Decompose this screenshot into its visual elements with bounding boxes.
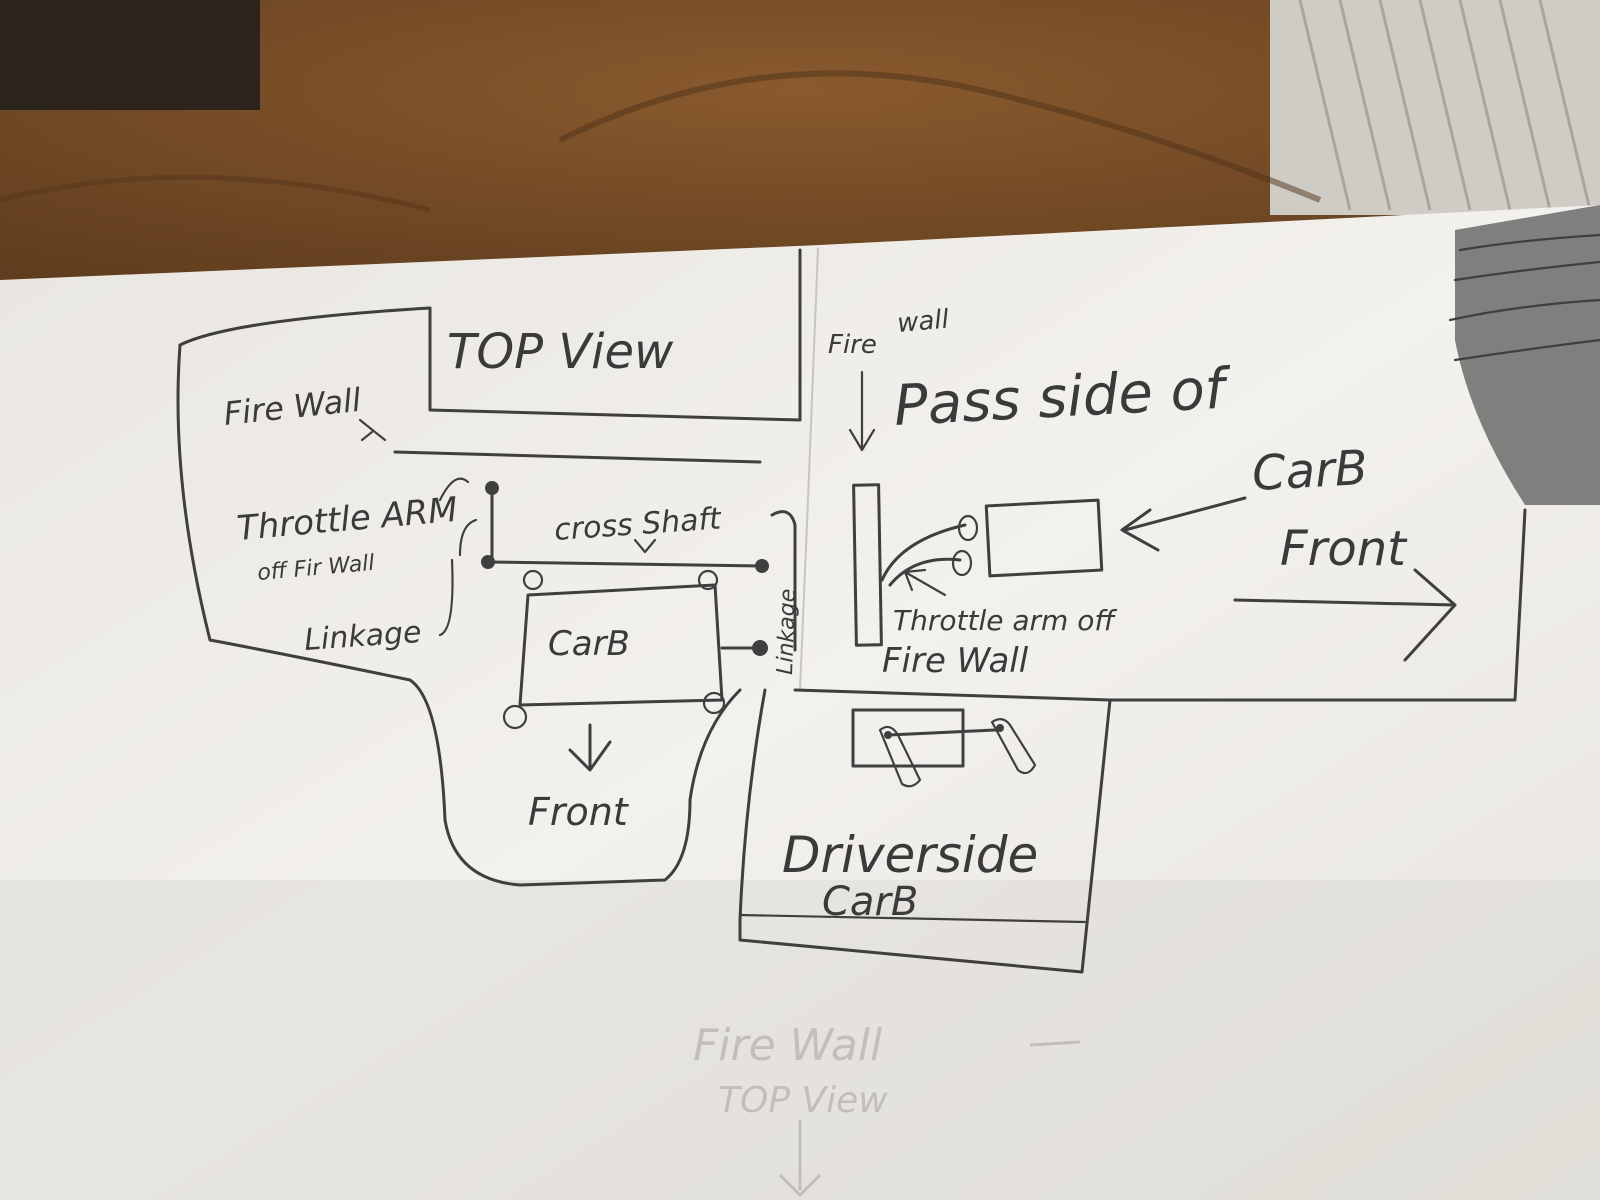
throttle-arm-off-label: Throttle arm off <box>893 604 1117 637</box>
throttle-arm-pointer-right <box>903 568 947 597</box>
driver-carb-box <box>851 708 965 768</box>
cross-shaft-pointer <box>633 538 657 554</box>
throttle-arm-pointer <box>438 477 470 502</box>
shaded-scribble <box>1448 205 1600 505</box>
top-view-diagram: TOP View Fire Wall Throttle ARM off Fir … <box>176 248 802 887</box>
fabric-fold <box>0 174 431 213</box>
pivot-point <box>884 731 892 739</box>
pivot-bushing <box>957 514 979 542</box>
carb-stud <box>697 569 719 591</box>
ghost-writing: Fire Wall TOP View <box>693 1020 1081 1198</box>
driver-linkage <box>886 728 997 737</box>
driver-side-label: Driverside <box>782 826 1038 884</box>
paper-fold-line <box>799 247 819 691</box>
carb-label: CarB <box>548 624 630 664</box>
carb-pointer-arrow <box>1120 496 1247 552</box>
throttle-arm-side <box>880 523 967 587</box>
driver-arm <box>878 725 922 788</box>
dark-corner <box>0 0 260 110</box>
driver-side-diagram: Driverside CarB <box>738 688 1112 974</box>
driver-arm <box>990 718 1037 775</box>
linkage-rod <box>770 510 797 652</box>
fire-wall-right-label-1: Fire <box>828 330 877 360</box>
carb-stud <box>702 691 726 715</box>
cross-shaft-line <box>486 560 764 568</box>
window-blinds <box>1270 0 1600 215</box>
ghost-top-view: TOP View <box>718 1080 888 1121</box>
ghost-fire-wall: Fire Wall <box>693 1020 883 1071</box>
linkage-left-label: Linkage <box>303 615 422 658</box>
top-view-outline <box>176 343 742 887</box>
linkage-vertical-label: Linkage <box>773 588 801 675</box>
front-arrow <box>568 723 612 772</box>
throttle-arm-pointer <box>458 518 478 557</box>
top-view-outline <box>178 248 802 422</box>
pivot-point <box>485 481 499 495</box>
fire-wall-right-label-2: wall <box>896 305 951 339</box>
front-label: Front <box>528 790 630 834</box>
fire-wall-arrow <box>358 418 387 442</box>
pivot-point <box>755 559 769 573</box>
carb-side-body <box>984 498 1104 578</box>
pivot-point <box>996 724 1004 732</box>
fire-wall-bottom-label: Fire Wall <box>882 641 1029 681</box>
front-direction-arrow <box>1233 568 1457 662</box>
blind-slats <box>1298 0 1592 211</box>
fire-wall-right-arrow <box>848 370 876 452</box>
pivot-bushing <box>951 549 973 577</box>
ghost-arrow <box>778 1120 822 1198</box>
paper-sheet <box>0 205 1600 1200</box>
pass-side-outline <box>793 508 1527 702</box>
driver-side-outline <box>738 688 1112 974</box>
ghost-arrow <box>1029 1040 1081 1047</box>
carb-stud <box>502 704 528 730</box>
carb-stud <box>522 569 544 591</box>
pivot-point <box>752 640 768 656</box>
fire-wall-line <box>393 450 762 464</box>
driver-carb-label: CarB <box>822 879 918 925</box>
linkage-left-pointer <box>438 558 454 637</box>
top-view-title: TOP View <box>447 324 674 380</box>
driver-base-line <box>738 913 1087 924</box>
firewall-post <box>852 483 883 647</box>
carb-side-label: CarB <box>1251 440 1369 502</box>
fabric-fold <box>558 70 1322 203</box>
carb-body <box>518 583 724 707</box>
front-side-label: Front <box>1280 521 1408 577</box>
